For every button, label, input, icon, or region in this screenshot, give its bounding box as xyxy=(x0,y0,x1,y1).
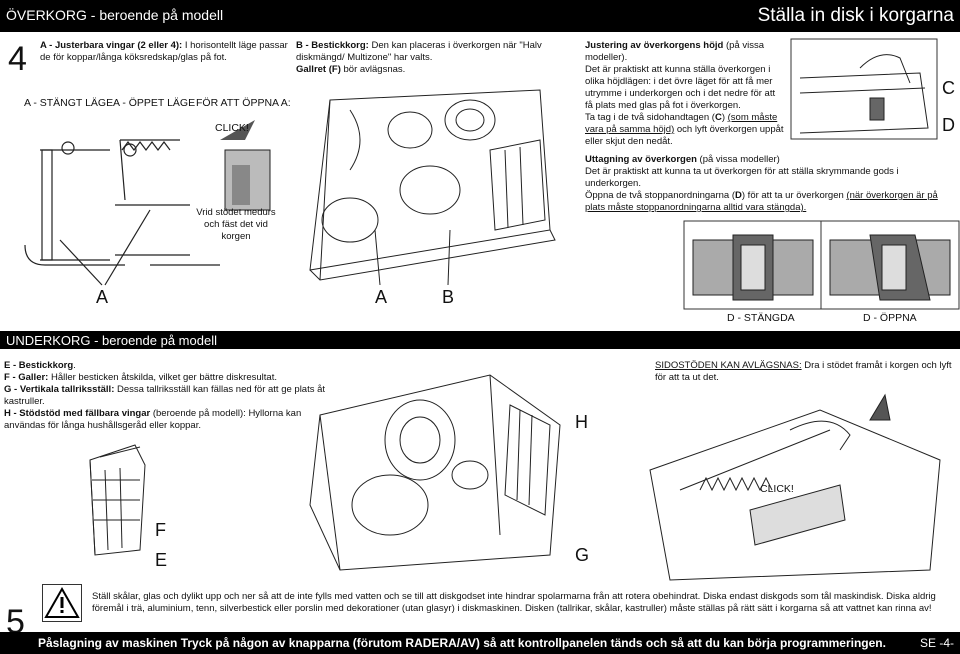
twist-caption: Vrid stödet medurs och fäst det vid korg… xyxy=(196,207,276,242)
height-adjust-title-suffix: (på vissa modeller). xyxy=(585,40,764,63)
label-closed-position: A - STÄNGT LÄGE xyxy=(24,97,114,109)
side-support-title: SIDOSTÖDEN KAN AVLÄGSNAS: xyxy=(655,360,802,371)
legend-e-title: E - Bestickkorg xyxy=(4,360,74,371)
stopper-closed-illustration xyxy=(683,220,823,310)
removal-title-suffix: (på vissa modeller) xyxy=(696,154,780,165)
lower-basket-illustration xyxy=(309,374,561,571)
letter-g: G xyxy=(575,545,590,565)
footer-bar: Påslagning av maskinen Tryck på någon av… xyxy=(0,632,960,654)
legend-g: G - Vertikala tallriksställ: Dessa tallr… xyxy=(4,384,334,408)
cutlery-basket-illustration xyxy=(89,444,146,556)
legend-h: H - Stödstöd med fällbara vingar (beroen… xyxy=(4,408,334,432)
legend-h-title: H - Stödstöd med fällbara vingar xyxy=(4,408,151,419)
warning-icon xyxy=(42,584,82,622)
letter-c: C xyxy=(942,78,955,98)
lower-basket-legend: E - Bestickkorg. F - Galler: Håller best… xyxy=(4,360,334,432)
height-adjust-section: Justering av överkorgens höjd (på vissa … xyxy=(585,40,785,148)
label-stoppers-open: D - ÖPPNA xyxy=(863,312,917,324)
removal-title: Uttagning av överkorgen xyxy=(585,154,697,165)
letter-a-right: A xyxy=(375,287,388,307)
section-title-upper-basket: ÖVERKORG - beroende på modell xyxy=(6,7,224,23)
letter-f: F xyxy=(155,520,166,540)
legend-g-title: G - Vertikala tallriksställ: xyxy=(4,384,115,395)
label-open-position: A - ÖPPET LÄGE xyxy=(113,97,196,109)
legend-f: F - Galler: Håller besticken åtskilda, v… xyxy=(4,372,334,384)
warning-text: Ställ skålar, glas och dylikt upp och ne… xyxy=(92,591,936,614)
step-number-5: 5 xyxy=(6,603,25,641)
letter-a-left: A xyxy=(96,287,109,307)
legend-f-text: Håller besticken åtskilda, vilket ger bä… xyxy=(48,372,277,383)
letter-e: E xyxy=(155,550,168,570)
height-adjust-title: Justering av överkorgens höjd xyxy=(585,40,724,51)
height-adjust-p2-start: Ta tag i de två sidohandtagen ( xyxy=(585,112,715,123)
removal-p2-start: Öppna de två stoppanordningarna ( xyxy=(585,190,735,201)
side-support-text: Dra i stödet framåt i korgen och lyft fö… xyxy=(655,360,952,383)
height-adjust-p2-c: C xyxy=(714,112,722,123)
removal-p2-underline: (när överkorgen är på plats måste stoppa… xyxy=(585,190,938,213)
legend-e-text: . xyxy=(73,360,76,371)
step-number-4: 4 xyxy=(8,40,27,78)
grid-text: bör avlägsnas. xyxy=(340,64,406,75)
stopper-open-illustration xyxy=(820,220,960,310)
side-support-illustration xyxy=(649,393,941,581)
upper-basket-illustration xyxy=(309,89,556,286)
lower-basket-title: UNDERKORG - beroende på modell xyxy=(6,333,217,348)
lower-basket-header: UNDERKORG - beroende på modell xyxy=(0,331,960,349)
removal-paragraph-1: Det är praktiskt att kunna ta ut överkor… xyxy=(585,166,899,189)
cutlery-basket-description: B - Bestickkorg: Den kan placeras i över… xyxy=(296,40,566,76)
label-stoppers-closed: D - STÄNGDA xyxy=(727,312,795,324)
cutlery-basket-title: B - Bestickkorg: xyxy=(296,40,369,51)
label-to-open: FÖR ATT ÖPPNA A: xyxy=(196,97,291,109)
removal-section: Uttagning av överkorgen (på vissa modell… xyxy=(585,154,955,214)
letter-d: D xyxy=(942,115,955,135)
cutlery-basket-text: Den kan placeras i överkorgen när "Halv … xyxy=(296,40,542,63)
removal-p2-d: D xyxy=(735,190,742,201)
letter-b: B xyxy=(442,287,455,307)
side-support-note: SIDOSTÖDEN KAN AVLÄGSNAS: Dra i stödet f… xyxy=(655,360,955,384)
legend-h-text: (beroende på modell): Hyllorna kan använ… xyxy=(4,408,302,431)
grid-title: Gallret (F) xyxy=(296,64,341,75)
removal-p2-mid: ) för att ta ur överkorgen xyxy=(741,190,847,201)
click-label: CLICK! xyxy=(215,122,249,134)
page-number: SE -4- xyxy=(919,636,954,650)
height-adjust-p2-mid: ) xyxy=(721,112,728,123)
click-label-lower: CLICK! xyxy=(760,483,794,495)
wing-illustration xyxy=(24,120,271,286)
height-adjust-p2-underline: (som måste vara på samma höjd) xyxy=(585,112,778,135)
footer-instruction: Påslagning av maskinen Tryck på någon av… xyxy=(38,636,886,650)
wing-description: A - Justerbara vingar (2 eller 4): I hor… xyxy=(40,40,290,64)
top-header-bar: ÖVERKORG - beroende på modell Ställa in … xyxy=(0,0,960,32)
wing-description-text: I horisontellt läge passar de för koppar… xyxy=(40,40,288,63)
legend-f-title: F - Galler: xyxy=(4,372,49,383)
letter-h: H xyxy=(575,412,588,432)
height-adjust-p2-end: och lyft överkorgen uppåt eller skjut de… xyxy=(585,124,784,147)
page-title: Ställa in disk i korgarna xyxy=(757,5,954,26)
legend-g-text: Dessa tallriksställ kan fällas ned för a… xyxy=(4,384,326,407)
wing-description-title: A - Justerbara vingar (2 eller 4): xyxy=(40,40,183,51)
legend-e: E - Bestickkorg. xyxy=(4,360,334,372)
height-adjust-illustration xyxy=(790,38,938,140)
height-adjust-paragraph-1: Det är praktiskt att kunna ställa överko… xyxy=(585,64,776,111)
